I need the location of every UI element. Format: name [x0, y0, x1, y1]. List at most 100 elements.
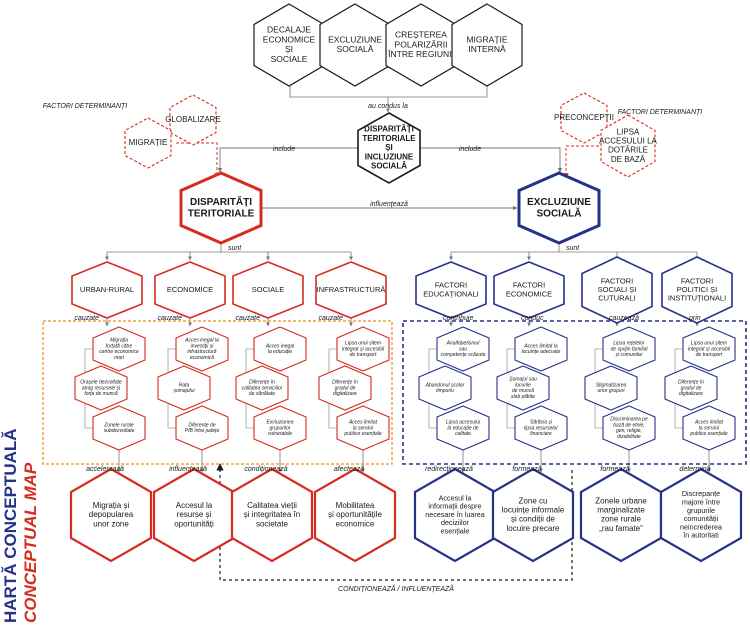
- blue-outcome-rel-2: formează: [600, 466, 629, 473]
- blue-rel-1: conduc: [521, 315, 544, 322]
- blue-detail-3-0-text-line: Lipsa unui sitem: [691, 341, 727, 347]
- red-outcome-3-shape: [313, 467, 397, 563]
- blue-detail-1-1-text-line: Șomajul sau: [509, 377, 537, 383]
- blue-outcome-1-text-line: și condiții de: [511, 515, 556, 524]
- node-excluziune-shape: [517, 171, 601, 245]
- blue-detail-1-1-text-line: locurile: [515, 382, 531, 388]
- red-outcome-2-text-line: societate: [256, 519, 289, 528]
- central-node-text-line: TERITORIALE: [362, 134, 416, 143]
- factor-globalizare-text: GLOBALIZARE: [165, 115, 221, 124]
- red-outcome-rel-3: afectează: [334, 466, 364, 473]
- red-detail-3-1-text-line: digitalizare: [333, 391, 357, 397]
- red-detail-2-1-shape: [235, 365, 289, 411]
- factors-right-link: [563, 145, 599, 179]
- red-outcome-rel-0: accelerează: [86, 466, 124, 473]
- red-category-3-text-line: INFRASTRUCTURĂ: [317, 285, 386, 294]
- blue-category-2-text-line: SOCIALI ȘI: [598, 285, 637, 294]
- blue-category-3-text-line: FACTORI: [681, 276, 713, 285]
- red-detail-3-2-text-line: Acces limitat: [348, 420, 378, 426]
- node-disparitati-shape: [179, 171, 263, 245]
- blue-detail-0-2-text-line: Lipsa accesului: [446, 420, 481, 426]
- blue-outcome-rel-0: redirecționează: [425, 466, 473, 473]
- red-outcome-3-text-line: Mobilitatea: [336, 501, 375, 510]
- red-detail-0-1-text-line: Orașele dezvoltate: [80, 380, 122, 386]
- red-category-2-text: SOCIALE: [252, 285, 285, 294]
- red-outcome-2-shape: [230, 467, 314, 563]
- red-detail-2-0-text-line: la educație: [268, 349, 292, 355]
- red-category-0-text-line: URBAN-RURAL: [80, 285, 134, 294]
- blue-detail-1-1-text-line: slab plătite: [511, 394, 535, 400]
- blue-detail-3-2-text-line: la servicii: [699, 425, 720, 431]
- red-outcome-3-text-line: economice: [336, 519, 375, 528]
- red-detail-3-0-text-line: de transport: [350, 352, 377, 358]
- blue-outcome-3-text-line: majore între: [682, 498, 720, 507]
- red-detail-1-2-shape: [175, 405, 229, 451]
- red-detail-0-2-text-line: subdezvoltate: [104, 428, 135, 434]
- blue-detail-2-2-text-line: gen, religie,: [616, 428, 642, 434]
- red-rel-2: cauzate: [235, 315, 260, 322]
- blue-detail-2-2-text-line: dizabilitate: [617, 434, 641, 440]
- blue-rel-0: contribuie: [443, 315, 473, 322]
- blue-outcome-rel-3: determină: [679, 466, 710, 473]
- top-hex-3-text-line: INTERNĂ: [468, 44, 506, 54]
- blue-detail-3-1-text-line: digitalizare: [679, 391, 703, 397]
- top-hex-3-shape: [451, 3, 523, 87]
- red-outcome-rel-2: condiționează: [244, 466, 287, 473]
- red-detail-2-1-text-line: de sănătate: [249, 391, 275, 397]
- red-detail-1-0-text-line: economică: [190, 355, 214, 361]
- blue-detail-1-2-text-line: lipsa resurselor: [524, 425, 558, 431]
- central-node-text-line: DISPARITĂȚI: [364, 125, 414, 134]
- blue-detail-2-1-text-line: unor grupuri: [598, 388, 626, 394]
- red-detail-0-1-text-line: atrag resursele și: [82, 385, 121, 391]
- rel-include-right: include: [459, 146, 481, 153]
- red-detail-2-2-shape: [253, 405, 307, 451]
- top-bracket: [289, 86, 488, 98]
- blue-detail-1-2-text-line: Sărăcia și: [530, 420, 553, 426]
- blue-detail-3-2-text-line: publice esențiale: [689, 431, 727, 437]
- red-detail-1-1-shape: [157, 365, 211, 411]
- central-node-text-line: ȘI: [385, 143, 393, 152]
- blue-outcome-0-text-line: Accesul la: [439, 493, 472, 502]
- blue-detail-0-2-shape: [436, 405, 490, 451]
- red-outcome-1-text-line: Accesul la: [176, 501, 213, 510]
- red-detail-2-2-text-line: grupurilor: [269, 425, 290, 431]
- red-outcome-0-text-line: unor zone: [93, 519, 129, 528]
- red-category-0-shape: [71, 261, 143, 319]
- blue-detail-2-1-shape: [584, 365, 638, 411]
- factor-globalizare-text-line: GLOBALIZARE: [165, 115, 221, 124]
- blue-details-frame: [402, 320, 747, 465]
- blue-detail-0-0-shape: [436, 326, 490, 372]
- factor-preconceptii-text-line: PRECONCEPȚII: [554, 113, 614, 122]
- red-outcome-0-shape: [69, 467, 153, 563]
- red-detail-0-1-text-line: forța de muncă: [84, 391, 118, 397]
- factor-migratie-shape: [124, 117, 172, 169]
- factors-left-link: [176, 142, 220, 179]
- blue-detail-0-0-text-line: competențe scăzute: [441, 352, 486, 358]
- red-detail-0-0-text-line: Migrația: [110, 338, 128, 344]
- red-detail-0-2-shape: [92, 405, 146, 451]
- blue-outcome-2-text-line: „rau famate”: [599, 524, 643, 533]
- top-hex-0-text-line: ECONOMICE: [263, 34, 316, 44]
- blue-category-3-shape: [661, 256, 733, 324]
- red-detail-0-0-shape: [92, 326, 146, 372]
- blue-rel-3: prin: [688, 315, 701, 322]
